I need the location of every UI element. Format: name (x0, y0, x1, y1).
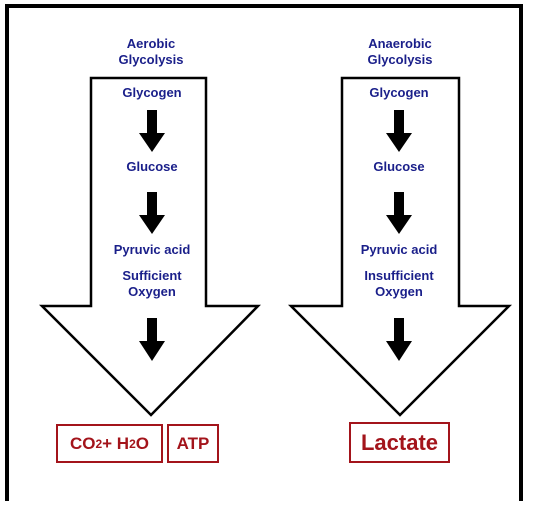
anaerobic-step-glycogen: Glycogen (369, 85, 429, 100)
down-arrow-icon (386, 110, 412, 152)
down-arrow-icon (386, 318, 412, 361)
aerobic-step-glycogen: Glycogen (122, 85, 182, 100)
product-lactate: Lactate (349, 422, 450, 463)
aerobic-big-arrow (38, 76, 261, 417)
aerobic-condition: Sufficient Oxygen (122, 268, 182, 299)
product-atp: ATP (167, 424, 219, 463)
down-arrow-icon (139, 110, 165, 152)
anaerobic-condition: Insufficient Oxygen (364, 268, 434, 299)
down-arrow-icon (139, 318, 165, 361)
down-arrow-icon (139, 192, 165, 234)
anaerobic-step-glucose: Glucose (373, 159, 425, 174)
diagram-frame (5, 4, 523, 501)
anaerobic-step-arrows (386, 110, 412, 361)
aerobic-step-glucose: Glucose (126, 159, 178, 174)
anaerobic-step-pyruvic-acid: Pyruvic acid (360, 242, 438, 257)
anaerobic-title: Anaerobic Glycolysis (367, 36, 433, 67)
down-arrow-icon (386, 192, 412, 234)
aerobic-step-arrows (139, 110, 165, 361)
anaerobic-big-arrow (287, 76, 513, 417)
aerobic-step-pyruvic-acid: Pyruvic acid (113, 242, 191, 257)
aerobic-title: Aerobic Glycolysis (118, 36, 184, 67)
